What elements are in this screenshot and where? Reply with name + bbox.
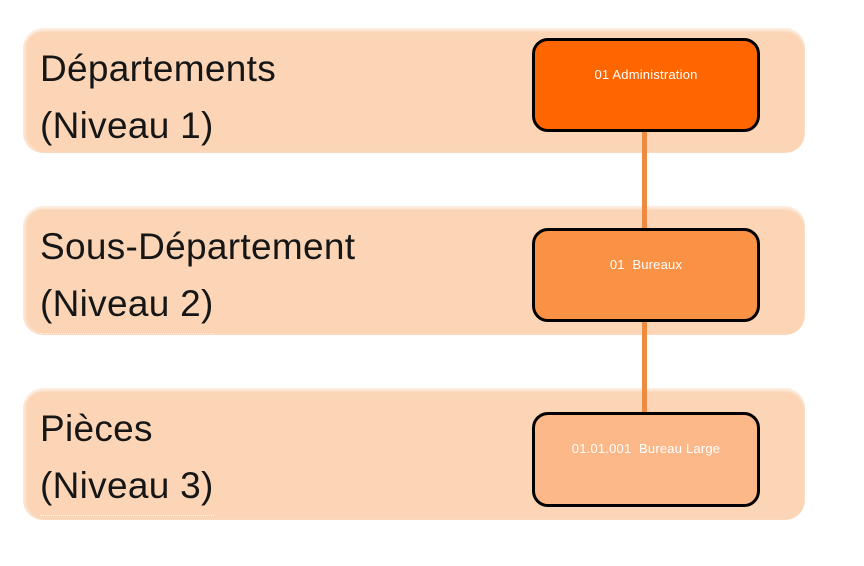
connector-line-level2-level3 bbox=[642, 320, 647, 415]
level-3-subtitle: (Niveau 3) bbox=[40, 457, 214, 516]
node-bureaux: 01 Bureaux bbox=[532, 228, 760, 322]
level-2-title: Sous-Département bbox=[40, 226, 356, 267]
node-administration-label: 01 Administration bbox=[594, 67, 698, 82]
level-2-label: Sous-Département (Niveau 2) bbox=[23, 206, 805, 334]
node-bureaux-label: 01 Bureaux bbox=[609, 257, 683, 272]
node-administration: 01 Administration bbox=[532, 38, 760, 132]
level-3-title: Pièces bbox=[40, 408, 153, 449]
level-3-label: Pièces (Niveau 3) bbox=[23, 388, 805, 516]
level-1-label: Départements (Niveau 1) bbox=[23, 28, 805, 156]
level-2-subtitle: (Niveau 2) bbox=[40, 275, 214, 334]
node-bureau-large-label: 01.01.001 Bureau Large bbox=[571, 441, 721, 456]
level-1-title: Départements bbox=[40, 48, 276, 89]
connector-line-level1-level2 bbox=[642, 130, 647, 231]
node-bureau-large: 01.01.001 Bureau Large bbox=[532, 412, 760, 507]
level-1-subtitle: (Niveau 1) bbox=[40, 97, 214, 156]
